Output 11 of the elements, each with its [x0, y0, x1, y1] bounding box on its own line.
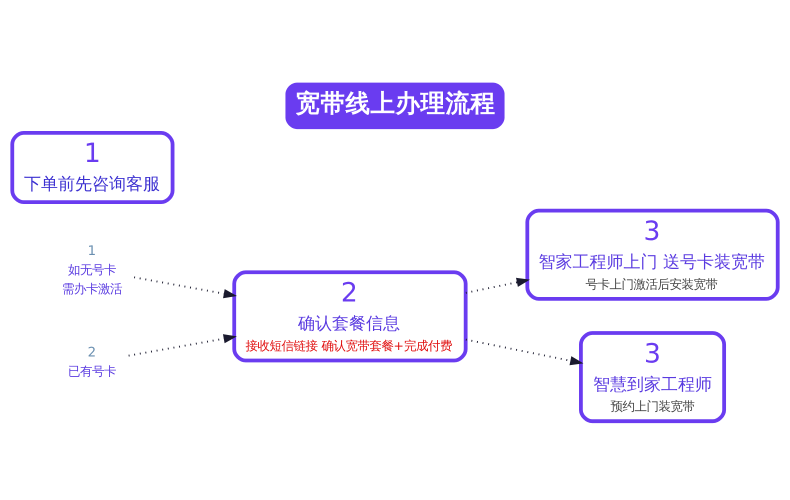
node-text: 2 已有号卡: [68, 345, 116, 379]
node-box: 2 确认套餐信息 接收短信链接 确认宽带套餐+完成付费: [232, 270, 468, 362]
arrow: [134, 276, 237, 298]
diagram-title: 宽带线上办理流程: [295, 88, 496, 118]
arrow: [466, 278, 530, 294]
node-box: 3 智家工程师上门 送号卡装宽带 号卡上门激活后安装宽带: [525, 208, 780, 301]
node-text: 1 如无号卡 需办卡激活: [62, 244, 122, 296]
node-box: 1 下单前先咨询客服: [10, 130, 174, 204]
arrow: [128, 334, 237, 357]
arrow: [466, 338, 584, 366]
node-box: 3 智慧到家工程师 预约上门装宽带: [579, 331, 726, 424]
